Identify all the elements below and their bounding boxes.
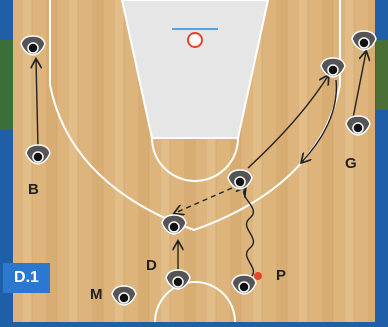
rim	[188, 33, 202, 47]
player-label-b: B	[28, 181, 39, 198]
frame-edge-right	[376, 40, 388, 110]
player-label-m: M	[90, 286, 103, 303]
ball	[254, 272, 262, 280]
player-label-p: P	[276, 267, 286, 284]
player-label-d: D	[146, 257, 157, 274]
figure-label: D.1	[3, 263, 50, 293]
frame-edge-left	[0, 40, 14, 130]
player-label-g: G	[345, 155, 357, 172]
